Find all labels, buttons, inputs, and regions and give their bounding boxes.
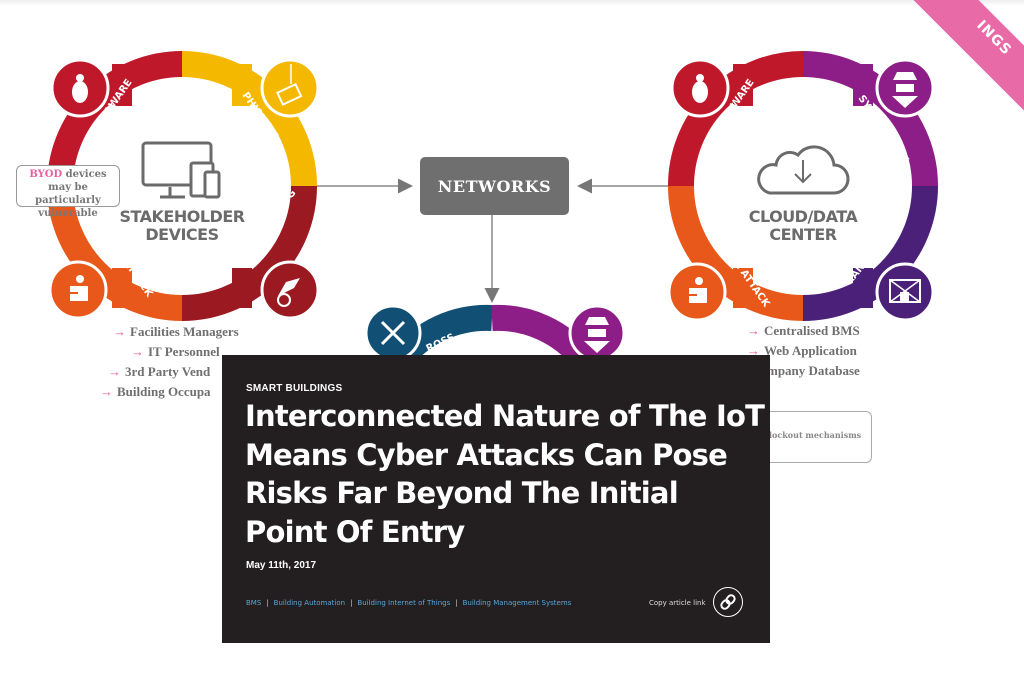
devices-icon (141, 141, 221, 199)
person-enter-icon (667, 262, 727, 322)
copy-article-link-label[interactable]: Copy article link (649, 599, 706, 607)
copy-link-button[interactable] (713, 587, 743, 617)
article-date: May 11th, 2017 (246, 560, 317, 571)
list-item: →Building Occupa (100, 384, 211, 399)
center-label-center: CENTER (769, 225, 836, 244)
phishing-hook-envelope-icon (260, 58, 320, 118)
networks-box: NETWORKS (420, 157, 569, 215)
list-item: →3rd Party Vend (108, 364, 211, 379)
ransomware-icon (875, 262, 935, 322)
person-enter-icon (48, 260, 108, 320)
tag-link[interactable]: Building Automation (273, 599, 346, 607)
link-icon (720, 594, 736, 610)
article-category[interactable]: SMART BUILDINGS (246, 383, 343, 394)
lockout-note: lockout mechanisms (760, 411, 872, 463)
list-item: →Facilities Managers (113, 324, 239, 339)
tag-link[interactable]: Building Internet of Things (357, 599, 451, 607)
article-card: SMART BUILDINGS Interconnected Nature of… (222, 355, 770, 643)
cloud-download-icon (757, 145, 850, 195)
article-tags: BMS | Building Automation | Building Int… (246, 599, 572, 607)
center-label-devices: DEVICES (145, 225, 218, 244)
bug-icon (50, 58, 110, 118)
puppet-hand-icon (260, 260, 320, 320)
article-title: Interconnected Nature of The IoT Means C… (245, 399, 765, 549)
list-item: →Web Application (747, 343, 857, 358)
list-item: →Centralised BMS (747, 323, 860, 338)
hacker-icon (875, 58, 935, 118)
byod-note: BYOD devices may be particularly vulnera… (16, 165, 120, 219)
list-item: →IT Personnel (131, 344, 220, 359)
x-icon (364, 304, 422, 362)
top-edge (0, 0, 1024, 6)
tag-link[interactable]: BMS (246, 599, 262, 607)
hacker-icon (568, 304, 626, 362)
cloud-list: →Centralised BMS →Web Application mpany … (747, 321, 860, 381)
center-label-cloud-data: CLOUD/DATA (749, 207, 859, 226)
tag-link[interactable]: Building Management Systems (462, 599, 572, 607)
center-label-stakeholder: STAKEHOLDER (119, 207, 244, 226)
bug-icon (670, 58, 730, 118)
bottom-ring: ROSS (389, 304, 595, 369)
list-item: mpany Database (767, 363, 860, 378)
